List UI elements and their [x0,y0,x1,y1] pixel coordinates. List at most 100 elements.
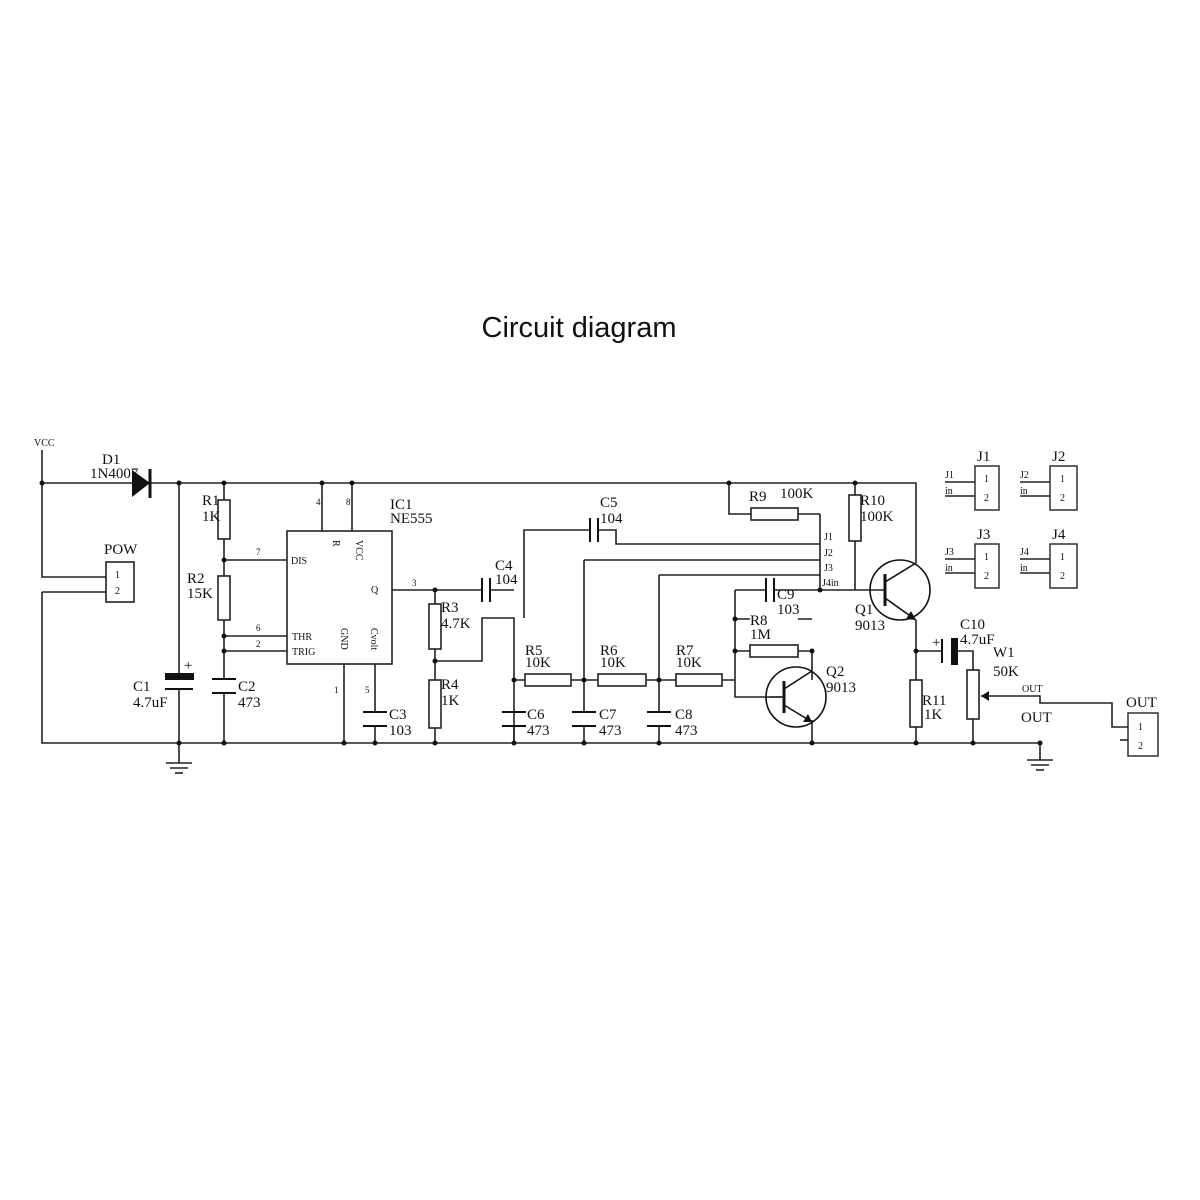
q1-ref: Q1 [855,602,873,618]
resistor-r3 [428,603,442,650]
ic1-value: NE555 [390,511,433,527]
r11-value: 1K [924,707,943,723]
potentiometer-w1 [966,669,980,720]
pin-r-label: R [330,540,341,547]
c6-ref: C6 [527,707,545,723]
pin7-number: 7 [256,547,261,557]
pow-pin2: 2 [115,586,120,597]
pin8-number: 8 [346,497,351,507]
out-label: OUT [1021,710,1052,726]
jumper-j1-title: J1 [977,449,990,465]
transistor-q1 [869,559,931,621]
jumper-j2-title: J2 [1052,449,1065,465]
resistor-r8 [749,644,799,658]
jumper-j4-in: in [1020,563,1028,574]
transistor-q2 [765,666,827,728]
jumper-j4-sub: J4 [1020,547,1029,558]
c1-plus: + [184,658,192,674]
c5-ref: C5 [600,495,618,511]
capacitor-c7 [572,711,596,727]
jumper-j3-sub: J3 [945,547,954,558]
r10-ref: R10 [860,493,885,509]
j4in-junction-label: J4in [822,578,839,589]
r6-ref: R6 [600,643,618,659]
pin4-number: 4 [316,497,321,507]
ic1-ne555 [286,530,393,665]
resistor-r1 [217,499,231,540]
pin-vcc-label: VCC [353,540,364,561]
d1-value: 1N4007 [90,466,139,482]
c8-value: 473 [675,723,698,739]
pin-dis-label: DIS [291,556,307,567]
jumper-j4-pin1: 1 [1060,552,1065,563]
capacitor-c8 [647,711,671,727]
jumper-j4-pin2: 2 [1060,571,1065,582]
out-net-label: OUT [1022,684,1043,695]
q2-value: 9013 [826,680,856,696]
capacitor-c3 [363,711,387,727]
r4-ref: R4 [441,677,459,693]
pin5-number: 5 [365,685,370,695]
q2-ref: Q2 [826,664,844,680]
capacitor-c2 [212,678,236,694]
pin-thr-label: THR [292,632,312,643]
resistor-r9 [750,507,799,521]
c9-ref: C9 [777,587,795,603]
ground-symbol-right [1027,759,1053,771]
c7-value: 473 [599,723,622,739]
resistor-r7 [675,673,723,687]
c9-value: 103 [777,602,800,618]
capacitor-c4 [481,578,491,602]
j3-junction-label: J3 [824,563,833,574]
r8-value: 1M [750,627,771,643]
jumper-j3-in: in [945,563,953,574]
jumper-j2-pin1: 1 [1060,474,1065,485]
out-connector [1127,712,1159,757]
c1-ref: C1 [133,679,151,695]
resistor-r10 [848,494,862,542]
r7-ref: R7 [676,643,694,659]
j1-junction-label: J1 [824,532,833,543]
capacitor-c6 [502,711,526,727]
j2-junction-label: J2 [824,548,833,559]
c2-value: 473 [238,695,261,711]
jumper-j4-title: J4 [1052,527,1066,543]
pow-pin1: 1 [115,570,120,581]
pin-cvolt-label: Cvolt [368,628,379,650]
c10-plus: + [932,635,940,651]
resistor-r5 [524,673,572,687]
out-connector-label: OUT [1126,695,1157,711]
r8-ref: R8 [750,613,768,629]
pin-q-label: Q [371,585,379,596]
diode-d1 [132,469,152,498]
pow-connector [105,561,135,603]
r5-value: 10K [525,655,551,671]
c3-value: 103 [389,723,412,739]
r6-value: 10K [600,655,626,671]
jumper-j2-pin2: 2 [1060,493,1065,504]
r7-value: 10K [676,655,702,671]
vcc-label: VCC [34,438,55,449]
c4-value: 104 [495,572,518,588]
ic1-ref: IC1 [390,497,413,513]
c10-value: 4.7uF [960,632,995,648]
c2-ref: C2 [238,679,256,695]
capacitor-c1 [165,673,194,690]
resistor-r11 [909,679,923,728]
jumper-j1-pin2: 2 [984,493,989,504]
r1-ref: R1 [202,493,220,509]
c6-value: 473 [527,723,550,739]
r3-value: 4.7K [441,616,471,632]
c5-value: 104 [600,511,623,527]
r2-value: 15K [187,586,213,602]
out-pin2: 2 [1138,741,1143,752]
r3-ref: R3 [441,600,459,616]
jumper-j3-header [974,543,1000,589]
pin3-number: 3 [412,578,417,588]
capacitor-c10 [941,638,958,665]
pin2-number: 2 [256,639,261,649]
jumper-j1-sub: J1 [945,470,954,481]
c3-ref: C3 [389,707,407,723]
r4-value: 1K [441,693,460,709]
c8-ref: C8 [675,707,693,723]
